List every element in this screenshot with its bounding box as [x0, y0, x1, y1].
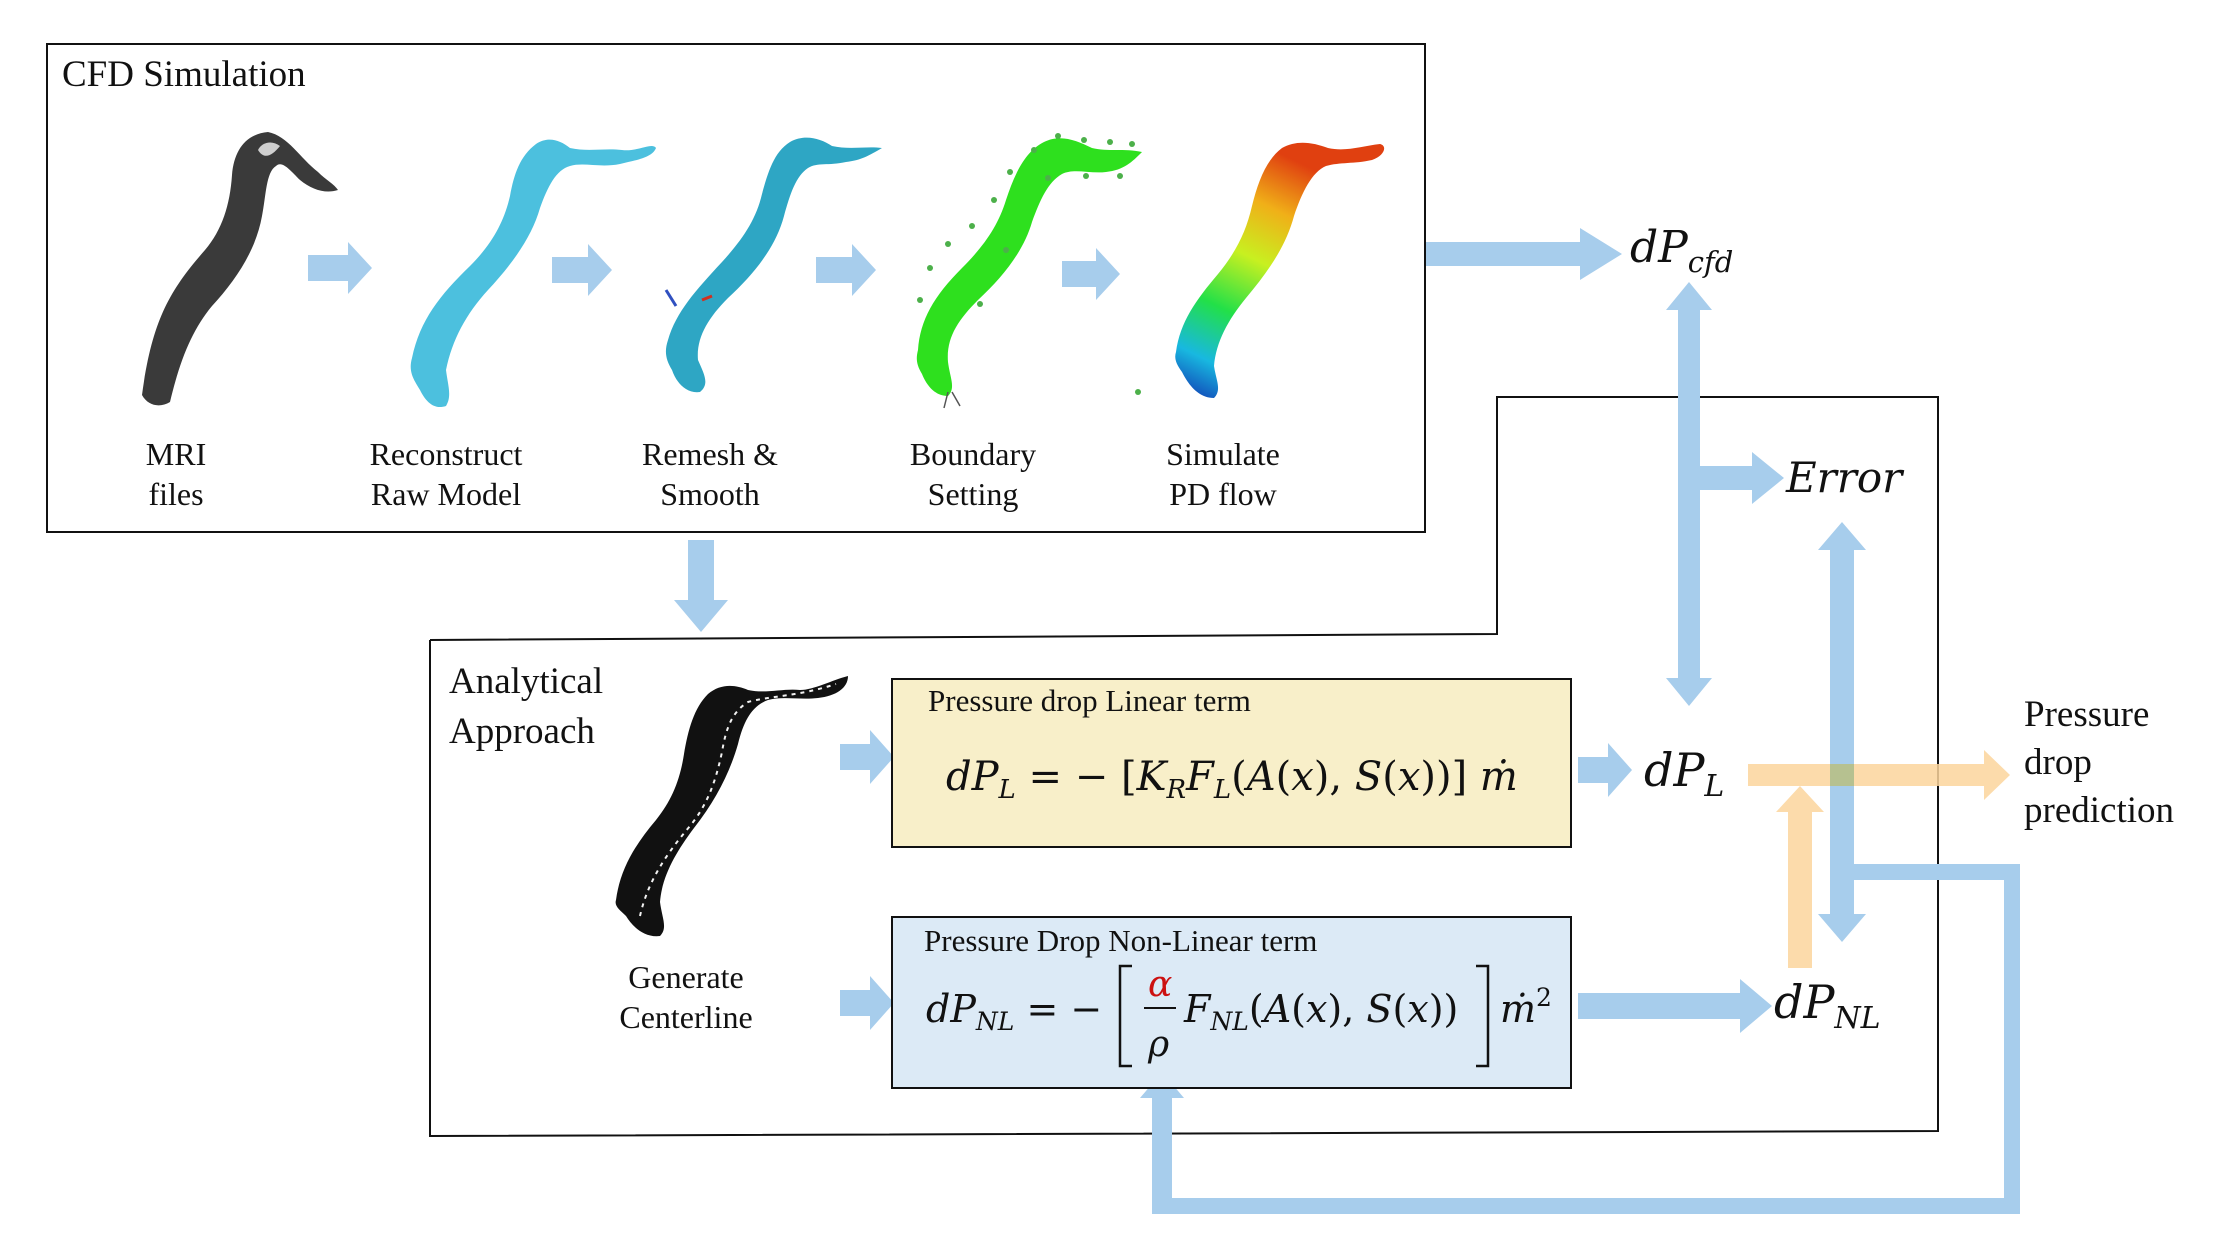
alpha-symbol: α [1148, 964, 1172, 1005]
step-3-label-line2: Smooth [660, 476, 760, 512]
linear-term-title: Pressure drop Linear term [928, 683, 1251, 718]
step-arrow-4 [1062, 248, 1120, 300]
remeshed-vessel-image [664, 137, 882, 393]
simulation-vessel-image [1175, 142, 1385, 398]
arrow-overlap-mark [1830, 764, 1854, 786]
step-3-label-line1: Remesh & [642, 436, 778, 472]
svg-text:dPL = − [KRFL(A(x), S(x))] ṁ: dPL = − [KRFL(A(x), S(x))] ṁ [946, 754, 1518, 805]
dp-cfd-label: dPcfd [1630, 222, 1733, 279]
error-dpnl-double-arrow [1818, 522, 1866, 942]
prediction-label-line1: Pressure [2024, 694, 2149, 735]
dpcfd-dpl-double-arrow [1666, 282, 1712, 706]
svg-text:FNL(A(x), S(x)): FNL(A(x), S(x)) [1183, 987, 1458, 1036]
cfd-to-dpcfd-arrow [1426, 228, 1622, 280]
dp-l-label: dPL [1644, 743, 1724, 804]
analytical-panel-frame [429, 396, 1939, 1138]
branch-to-error-arrow [1700, 452, 1784, 504]
step-5-label-line2: PD flow [1169, 476, 1277, 512]
dpnl-to-prediction-arrow [1776, 786, 1824, 968]
centerline-label-line2: Centerline [619, 999, 752, 1035]
cfd-panel-title: CFD Simulation [62, 54, 306, 95]
cfd-to-analytical-arrow [674, 540, 728, 632]
linear-term-box [891, 678, 1572, 848]
centerline-to-nonlinear-arrow [840, 976, 894, 1030]
nonlinear-term-box [891, 916, 1572, 1089]
step-2-label-line1: Reconstruct [370, 436, 523, 472]
mri-vessel-image [142, 132, 338, 406]
svg-text:ρ: ρ [1147, 1024, 1169, 1065]
prediction-label-line3: prediction [2024, 790, 2174, 831]
step-arrow-2 [552, 244, 612, 296]
error-label: Error [1785, 453, 1905, 502]
cfd-panel-frame [46, 43, 1426, 533]
reconstructed-vessel-image [410, 139, 656, 408]
step-1-label-line1: MRI [146, 436, 206, 472]
linear-term-equation: dPL = − [KRFL(A(x), S(x))] ṁ [946, 754, 1518, 805]
analytical-title-line1: Analytical [449, 661, 603, 702]
step-4-label-line2: Setting [928, 476, 1019, 512]
boundary-vessel-image [916, 133, 1142, 409]
nonlinear-to-dpnl-arrow [1578, 979, 1772, 1033]
svg-text:ṁ2: ṁ2 [1500, 983, 1552, 1031]
analytical-title-line2: Approach [449, 711, 595, 752]
nonlinear-term-equation: dPNL = − α ρ FNL(A(x), S(x)) ṁ2 [926, 964, 1552, 1068]
nonlinear-term-title: Pressure Drop Non-Linear term [924, 923, 1317, 958]
centerline-label-line1: Generate [628, 959, 743, 995]
prediction-label-line2: drop [2024, 742, 2092, 783]
centerline-vessel-image [615, 676, 848, 937]
centerline-to-linear-arrow [840, 730, 894, 784]
linear-to-dpl-arrow [1578, 743, 1632, 797]
step-arrow-1 [308, 242, 372, 294]
step-2-label-line2: Raw Model [371, 476, 521, 512]
step-1-label-line2: files [148, 476, 203, 512]
dp-nl-label: dPNL [1774, 975, 1881, 1036]
prediction-arrow [1748, 750, 2010, 800]
step-arrow-3 [816, 244, 876, 296]
step-4-label-line1: Boundary [910, 436, 1036, 472]
step-5-label-line1: Simulate [1166, 436, 1280, 472]
svg-text:dPNL = −: dPNL = − [926, 987, 1102, 1036]
